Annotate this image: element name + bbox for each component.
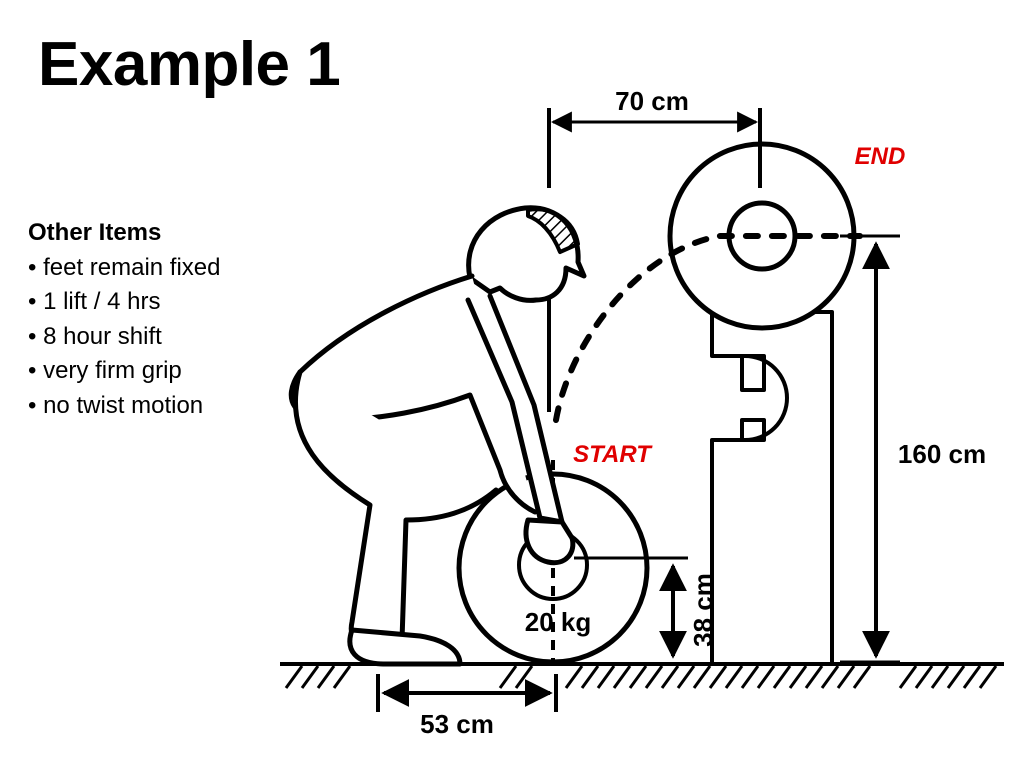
list-item: no twist motion [28,389,221,424]
end-label: END [855,143,906,170]
lift-trajectory [553,233,863,423]
worker-figure [288,205,587,667]
dimension-53cm [376,674,558,712]
load-label: 20 kg [525,607,592,637]
other-items-header: Other Items [28,219,162,246]
dimension-label-70cm: 70 cm [615,86,689,116]
dimension-label-53cm: 53 cm [420,709,494,739]
list-item: very firm grip [28,354,221,389]
reference-lines [547,108,762,412]
list-item: 8 hour shift [28,320,221,355]
dimension-label-38cm: 38 cm [688,573,718,647]
start-label: START [573,441,653,468]
ground [280,662,1004,689]
dimension-160cm [840,234,900,664]
other-items-list: Other Items feet remain fixed 1 lift / 4… [28,216,221,423]
list-item: feet remain fixed [28,251,220,286]
page-title: Example 1 [38,30,341,99]
dimension-label-160cm: 160 cm [898,439,986,469]
end-weight-disc [667,141,857,331]
dimension-38cm [574,556,688,659]
list-item: 1 lift / 4 hrs [28,285,221,320]
rack [710,310,834,664]
